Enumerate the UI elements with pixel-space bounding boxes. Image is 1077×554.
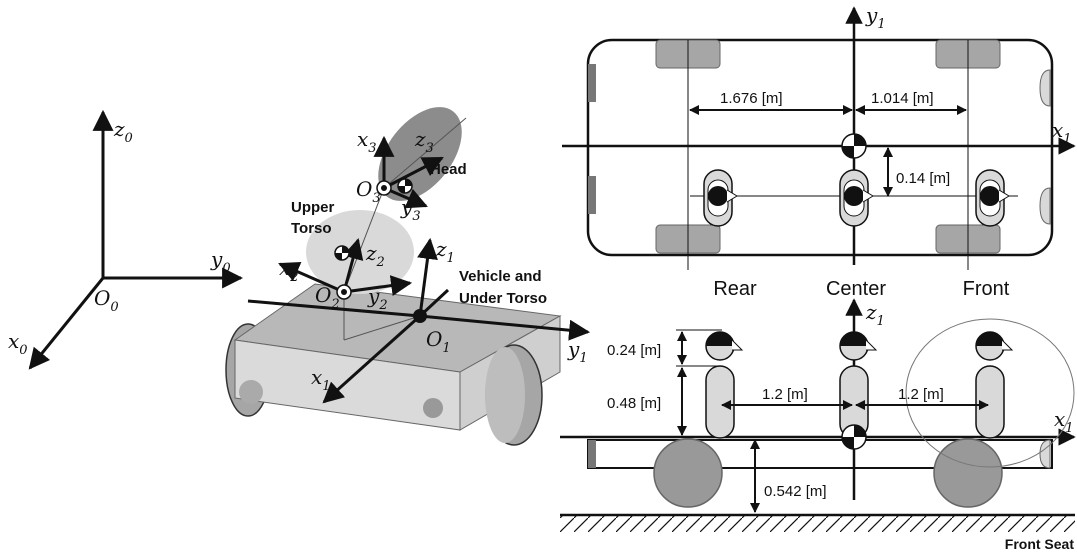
torso-floor bbox=[343, 315, 421, 341]
head-link bbox=[383, 117, 467, 189]
seat-center-label: Center bbox=[826, 278, 886, 300]
x0-label: x0 bbox=[8, 329, 28, 358]
z2-axis bbox=[342, 237, 364, 293]
top-seat-center bbox=[839, 169, 874, 227]
ground-hatch bbox=[560, 516, 1075, 532]
vehicle-light bbox=[423, 398, 443, 418]
dim-height-label: 0.542 [m] bbox=[764, 483, 827, 500]
side-occupant-rear bbox=[705, 331, 744, 439]
z3-label: z3 bbox=[414, 127, 434, 156]
x1-label: x1 bbox=[311, 365, 331, 394]
o1-label: O1 bbox=[426, 327, 451, 356]
head-ellipse bbox=[378, 107, 462, 201]
top-seat-rear bbox=[703, 169, 738, 227]
side-view: z1 x1 bbox=[560, 298, 1076, 552]
x2-label: x2 bbox=[279, 256, 299, 285]
dim-torso-label: 0.48 [m] bbox=[607, 395, 661, 412]
seat-rear-label: Rear bbox=[713, 278, 757, 300]
dim-rear-label: 1.676 [m] bbox=[720, 90, 783, 107]
side-rear-light bbox=[588, 440, 596, 468]
z2-label: z2 bbox=[365, 241, 385, 270]
top-seat-front bbox=[975, 169, 1010, 227]
front-seat-caption: Front Seat bbox=[1005, 536, 1075, 552]
x1-axis bbox=[322, 314, 422, 404]
y3-label: y3 bbox=[400, 195, 421, 224]
front-wheel-face bbox=[485, 347, 525, 443]
side-origin-icon bbox=[841, 424, 867, 450]
z1-axis bbox=[417, 237, 438, 317]
top-rear-light-2 bbox=[588, 176, 596, 214]
y0-label: y0 bbox=[210, 247, 231, 276]
dim-lateral-label: 0.14 [m] bbox=[896, 170, 950, 187]
y2-label: y2 bbox=[367, 284, 388, 313]
top-origin-icon bbox=[841, 133, 867, 159]
dim-front-label: 1.014 [m] bbox=[871, 90, 934, 107]
torso-link bbox=[343, 187, 385, 293]
x2-axis bbox=[278, 261, 345, 294]
y2-axis bbox=[343, 275, 413, 296]
side-x1-label: x1 bbox=[1054, 407, 1074, 436]
z1-label: z1 bbox=[435, 237, 455, 266]
front-seat-highlight bbox=[905, 318, 1075, 468]
y1-label: y1 bbox=[567, 337, 588, 366]
o0-label: O0 bbox=[94, 286, 119, 315]
o3-label: O3 bbox=[356, 177, 381, 206]
y1-axis bbox=[419, 314, 591, 341]
vehicle-light-rear bbox=[239, 380, 263, 404]
side-z1-label: z1 bbox=[865, 300, 885, 329]
upper-torso-label-line2: Torso bbox=[291, 220, 332, 237]
x0-axis bbox=[28, 277, 105, 370]
head-label: Head bbox=[430, 161, 467, 178]
side-front-wheel bbox=[933, 438, 1003, 508]
top-x1-label: x1 bbox=[1052, 118, 1072, 147]
x3-label: x3 bbox=[357, 127, 377, 156]
vehicle-label-line2: Under Torso bbox=[459, 290, 547, 307]
top-front-light-1 bbox=[1039, 69, 1051, 107]
vehicle-label-line1: Vehicle and bbox=[459, 268, 542, 285]
side-rear-wheel bbox=[653, 438, 723, 508]
top-y1-label: y1 bbox=[865, 3, 886, 32]
o2-label: O2 bbox=[315, 283, 340, 312]
world-frame: z0 y0 x0 O0 bbox=[8, 109, 244, 370]
dim-rear-center-label: 1.2 [m] bbox=[762, 386, 808, 403]
dim-center-front-label: 1.2 [m] bbox=[898, 386, 944, 403]
seat-front-label: Front bbox=[963, 278, 1010, 300]
side-front-light bbox=[1039, 439, 1051, 469]
head-com-icon bbox=[397, 178, 413, 194]
z0-label: z0 bbox=[113, 117, 133, 146]
top-rear-light-1 bbox=[588, 64, 596, 102]
o1-point bbox=[413, 309, 427, 323]
upper-torso-label-line1: Upper bbox=[291, 199, 335, 216]
side-occupant-center bbox=[839, 331, 878, 439]
z3-axis bbox=[383, 156, 444, 190]
y1-axis-back bbox=[247, 299, 421, 318]
vehicle-body-3d bbox=[225, 283, 562, 446]
top-front-light-2 bbox=[1039, 187, 1051, 225]
torso-com-icon bbox=[334, 245, 350, 261]
dim-head-label: 0.24 [m] bbox=[607, 342, 661, 359]
side-occupant-front bbox=[975, 331, 1014, 439]
top-view: y1 x1 1.676 [m] 1.014 [m] 0.14 [m] bbox=[562, 3, 1076, 270]
